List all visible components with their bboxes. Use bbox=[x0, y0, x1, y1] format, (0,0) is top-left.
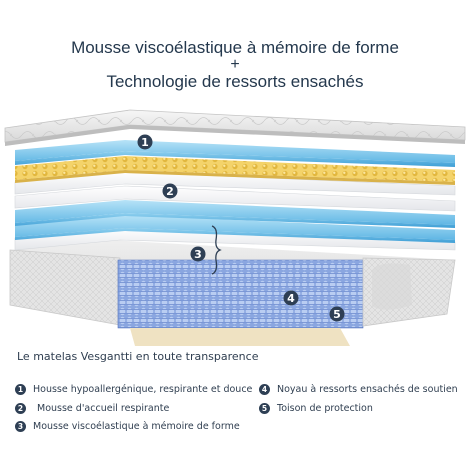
headline-line-1: Mousse viscoélastique à mémoire de forme bbox=[71, 38, 399, 57]
legend-number-1: 1 bbox=[15, 384, 26, 395]
marker-2: 2 bbox=[162, 183, 178, 199]
legend-item-1: 1 Housse hypoallergénique, respirante et… bbox=[15, 384, 252, 395]
legend-number-4: 4 bbox=[259, 384, 270, 395]
legend-text-1: Housse hypoallergénique, respirante et d… bbox=[33, 384, 253, 395]
legend-text-2: Mousse d'accueil respirante bbox=[37, 403, 170, 414]
spring-base-layer bbox=[9, 240, 456, 346]
marker-1: 1 bbox=[137, 134, 153, 150]
legend-item-5: 5 Toison de protection bbox=[259, 403, 373, 414]
quilted-cover bbox=[4, 109, 466, 146]
layer-3-bracket bbox=[211, 225, 222, 275]
legend-item-4: 4 Noyau à ressorts ensachés de soutien bbox=[259, 384, 458, 395]
legend-number-2: 2 bbox=[15, 403, 26, 414]
legend-item-2: 2 Mousse d'accueil respirante bbox=[15, 403, 169, 414]
legend-number-5: 5 bbox=[259, 403, 270, 414]
svg-text:3: 3 bbox=[194, 248, 202, 261]
mattress-illustration: 1 2 3 4 5 bbox=[4, 109, 466, 346]
svg-text:4: 4 bbox=[287, 292, 295, 305]
headline-plus: + bbox=[230, 56, 240, 73]
illustration-caption: Le matelas Vesgantti en toute transparen… bbox=[17, 350, 259, 363]
legend-text-5: Toison de protection bbox=[277, 403, 373, 414]
marker-5: 5 bbox=[329, 306, 345, 322]
svg-text:1: 1 bbox=[141, 136, 149, 149]
svg-text:5: 5 bbox=[333, 308, 341, 321]
headline-line-2: Technologie de ressorts ensachés bbox=[106, 72, 364, 91]
legend-text-3: Mousse viscoélastique à mémoire de forme bbox=[33, 421, 240, 432]
legend-item-3: 3 Mousse viscoélastique à mémoire de for… bbox=[15, 421, 240, 432]
legend-text-4: Noyau à ressorts ensachés de soutien bbox=[277, 384, 458, 395]
marker-3: 3 bbox=[190, 246, 206, 262]
foam-stack bbox=[14, 140, 456, 251]
marker-4: 4 bbox=[283, 290, 299, 306]
legend-number-3: 3 bbox=[15, 421, 26, 432]
svg-text:2: 2 bbox=[166, 185, 174, 198]
